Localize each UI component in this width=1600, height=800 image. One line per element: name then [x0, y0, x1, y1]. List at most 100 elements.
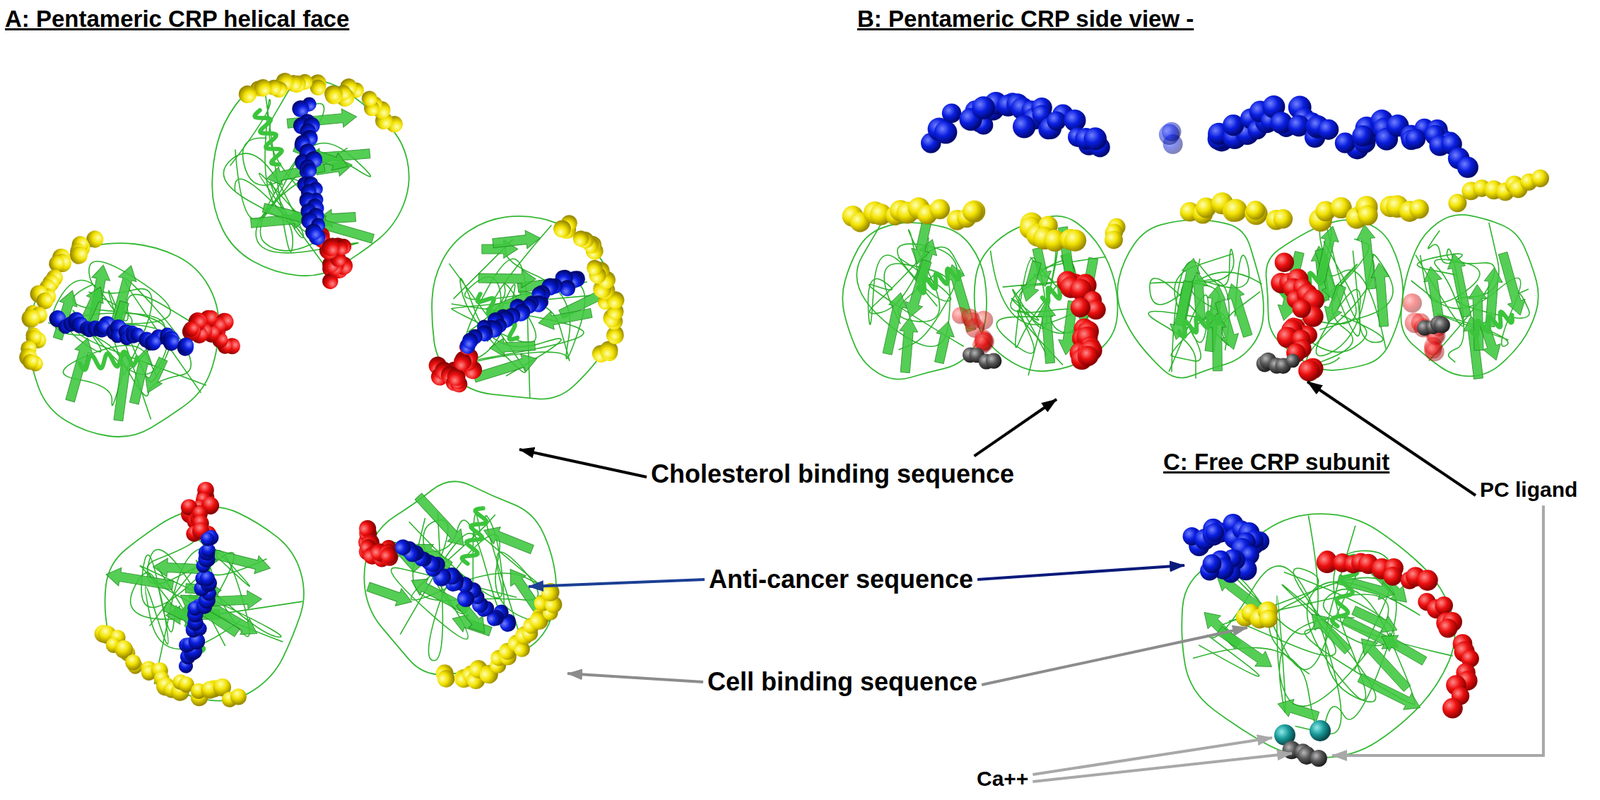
atom-sphere — [1084, 127, 1107, 150]
protein-loop — [974, 216, 1119, 372]
callout-label: Ca++ — [976, 766, 1029, 792]
atom-sphere — [1438, 618, 1458, 638]
crp-subunit — [1181, 513, 1455, 758]
atom-sphere — [323, 84, 343, 104]
beta-strand — [1357, 673, 1420, 710]
atom-sphere — [180, 319, 201, 340]
beta-strand — [1351, 606, 1398, 634]
alpha-helix — [1471, 311, 1513, 337]
atom-sphere — [942, 103, 962, 123]
atom-sphere — [974, 310, 994, 331]
protein-loop — [1400, 214, 1538, 376]
crp-subunit — [318, 434, 599, 717]
protein-loop — [118, 542, 303, 687]
beta-strand — [1361, 638, 1411, 692]
atom-sphere — [1245, 200, 1266, 220]
beta-strand — [1037, 302, 1056, 364]
protein-loop — [1149, 272, 1263, 346]
beta-strand — [57, 334, 98, 403]
atom-sphere — [1425, 342, 1445, 362]
beta-strand — [1226, 283, 1253, 338]
protein-loop — [398, 187, 644, 432]
atom-sphere — [1205, 522, 1225, 542]
beta-strand — [1315, 226, 1339, 282]
pentamer-side-view — [842, 91, 1550, 382]
protein-loop — [0, 214, 245, 465]
atom-sphere — [227, 686, 249, 708]
atom-sphere — [1224, 198, 1247, 222]
crp-subunit — [974, 216, 1119, 376]
leader-line — [1332, 505, 1544, 756]
leader-line — [974, 399, 1058, 456]
leader-line — [977, 565, 1185, 580]
beta-strand — [1356, 224, 1376, 290]
beta-strand — [1324, 284, 1346, 323]
atom-sphere — [20, 351, 41, 373]
protein-loop — [108, 524, 307, 723]
atom-sphere — [1104, 230, 1123, 249]
protein-loop — [88, 278, 229, 415]
atom-sphere — [1434, 596, 1454, 615]
protein-loop — [842, 222, 987, 379]
beta-strand — [1498, 252, 1526, 316]
atom-sphere — [1442, 698, 1463, 719]
beta-strand — [411, 490, 471, 552]
panel-heading: A: Pentameric CRP helical face — [4, 5, 350, 33]
atom-sphere — [1310, 749, 1328, 767]
atom-sphere — [1292, 298, 1311, 318]
callout-label: PC ligand — [1479, 477, 1578, 503]
crp-subunit — [842, 220, 987, 379]
atom-sphere — [1046, 111, 1066, 131]
protein-loop — [43, 279, 189, 420]
atom-sphere — [1402, 293, 1422, 313]
pentamer-face — [0, 65, 649, 733]
beta-strand — [1170, 280, 1193, 340]
protein-loop — [1117, 219, 1264, 378]
free-subunit — [1181, 513, 1480, 767]
crp-subunit — [72, 459, 334, 732]
leader-line — [981, 627, 1248, 685]
callout-label: Cell binding sequence — [707, 667, 978, 697]
beta-strand — [363, 569, 413, 620]
beta-strand — [1189, 272, 1208, 321]
atom-sphere — [391, 536, 415, 560]
atom-sphere — [1274, 253, 1294, 273]
atom-sphere — [304, 223, 323, 241]
beta-strand — [1371, 262, 1390, 327]
atom-sphere — [971, 96, 996, 120]
crp-subunit — [202, 65, 418, 296]
atom-sphere — [1383, 566, 1403, 586]
atom-sphere — [1351, 125, 1374, 147]
atom-sphere — [1259, 609, 1278, 629]
crp-subunit — [0, 212, 263, 472]
alpha-helix — [918, 268, 960, 294]
protein-loop — [330, 446, 597, 714]
panel-heading: C: Free CRP subunit — [1163, 448, 1390, 476]
atom-sphere — [361, 90, 379, 108]
crp-subunit — [1117, 219, 1264, 379]
atom-sphere — [934, 120, 957, 144]
protein-loop — [233, 136, 338, 268]
protein-loop — [77, 476, 328, 723]
crp-subunit — [385, 185, 649, 437]
atom-sphere — [19, 306, 44, 331]
beta-strand — [472, 349, 540, 391]
atom-sphere — [1457, 156, 1479, 179]
atom-sphere — [1409, 199, 1429, 220]
beta-strand — [911, 220, 932, 265]
protein-loop — [1198, 566, 1342, 735]
protein-loop — [204, 70, 418, 285]
crp-subunit — [1265, 219, 1403, 371]
protein-loop — [448, 235, 568, 384]
atom-sphere — [460, 330, 481, 352]
atom-sphere — [1159, 124, 1180, 145]
crp-subunit — [1400, 214, 1538, 379]
atom-sphere — [537, 579, 563, 605]
atom-sphere — [1405, 128, 1427, 150]
atom-sphere — [1433, 316, 1451, 333]
atom-sphere — [198, 530, 217, 549]
beta-strand — [481, 512, 537, 568]
beta-strand — [1021, 260, 1042, 302]
protein-loop — [1181, 513, 1455, 758]
